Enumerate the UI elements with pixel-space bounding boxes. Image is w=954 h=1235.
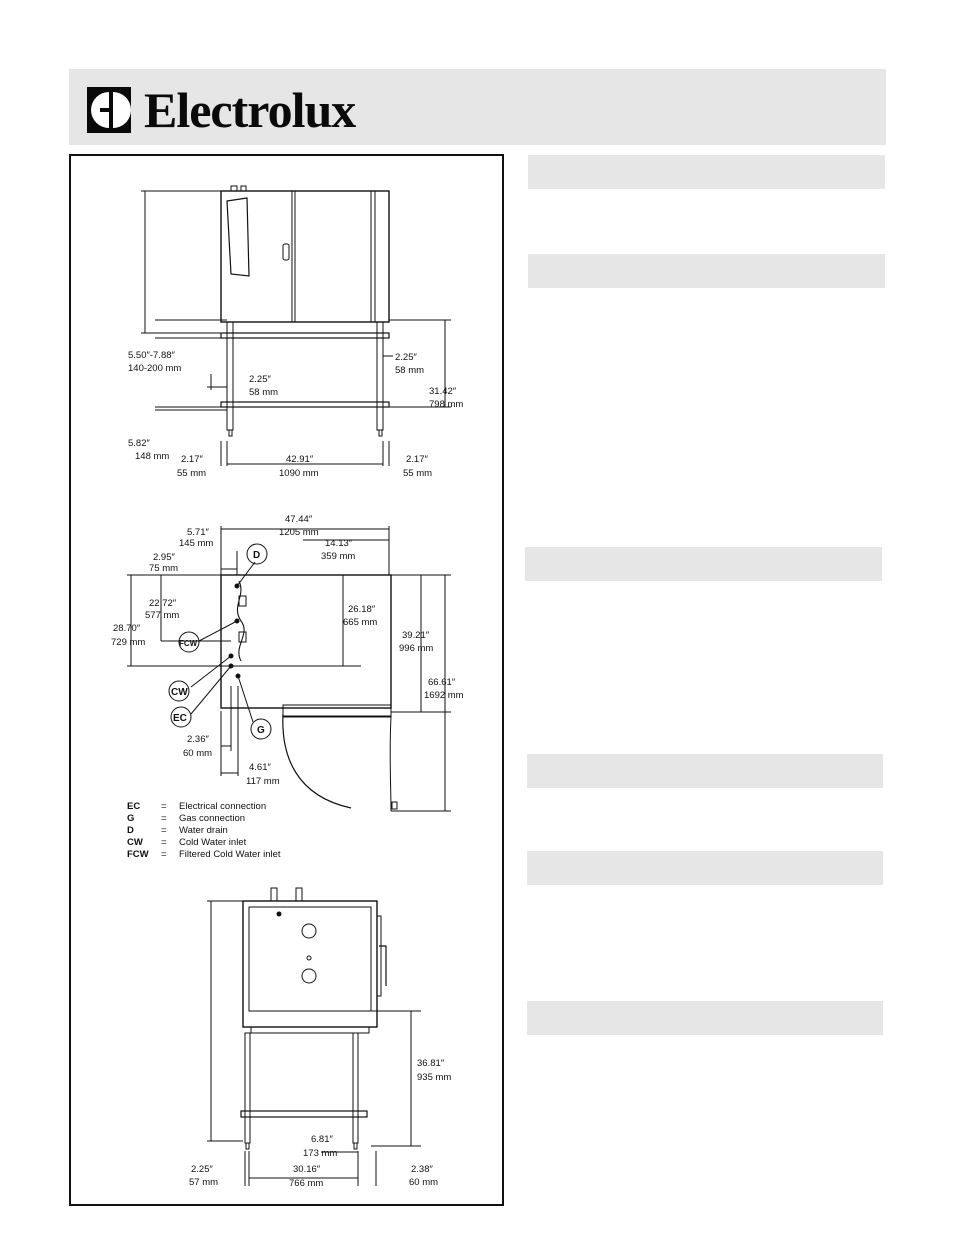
dim-text: 31.42″ (429, 386, 457, 397)
dim-text: 2.38″ (411, 1164, 433, 1175)
legend-code: EC (127, 801, 140, 812)
legend-desc: Cold Water inlet (179, 837, 247, 848)
section-header-bar-5 (527, 851, 883, 885)
dim-text: 6.81″ (311, 1134, 333, 1145)
top-view (127, 526, 451, 812)
dim-text: 75 mm (149, 563, 178, 574)
legend-code: CW (127, 837, 143, 848)
legend-desc: Water drain (179, 825, 228, 836)
brand-logo: Electrolux (86, 82, 356, 138)
dim-text: 4.61″ (249, 762, 271, 773)
header-band (69, 69, 886, 145)
dim-text: 359 mm (321, 551, 355, 562)
legend-code: G (127, 813, 134, 824)
section-header-bar-4 (527, 754, 883, 788)
dim-text: 55 mm (403, 468, 432, 479)
legend-eq: = (161, 813, 167, 824)
legend-eq: = (161, 825, 167, 836)
dim-text: 47.44″ (285, 514, 313, 525)
dim-text: 36.81″ (417, 1058, 445, 1069)
legend-code: D (127, 825, 134, 836)
dim-text: 28.70″ (113, 623, 141, 634)
dim-text: 55 mm (177, 468, 206, 479)
dim-text: 729 mm (111, 637, 145, 648)
dim-text: 145 mm (179, 538, 213, 549)
dim-text: 26.18″ (348, 604, 376, 615)
technical-drawing-frame: 5.50″-7.88″ 140-200 mm 2.25″ 58 mm 2.25″… (69, 154, 504, 1206)
dim-text: 665 mm (343, 617, 377, 628)
dim-text: 2.25″ (249, 374, 271, 385)
dim-text: 1205 mm (279, 527, 319, 538)
dim-text: 42.91″ (286, 454, 314, 465)
dim-text: 66.61″ (428, 677, 456, 688)
brand-name: Electrolux (144, 82, 356, 138)
legend-eq: = (161, 849, 167, 860)
dim-text: 2.36″ (187, 734, 209, 745)
legend-desc: Gas connection (179, 813, 245, 824)
marker-g: G (257, 725, 265, 736)
side-view (207, 887, 421, 1186)
dim-text: 14.13″ (325, 538, 353, 549)
section-header-bar-6 (527, 1001, 883, 1035)
section-header-bar-2 (528, 254, 885, 288)
dim-text: 2.25″ (395, 352, 417, 363)
dim-text: 2.25″ (191, 1164, 213, 1175)
dim-text: 2.17″ (406, 454, 428, 465)
dim-text: 148 mm (135, 451, 169, 462)
front-view (141, 185, 451, 466)
section-header-bar-3 (525, 547, 882, 581)
dim-text: 60 mm (183, 748, 212, 759)
marker-cw: CW (171, 687, 188, 698)
marker-ec: EC (173, 713, 187, 724)
dim-text: 140-200 mm (128, 363, 181, 374)
dim-text: 60 mm (409, 1177, 438, 1188)
dim-text: 935 mm (417, 1072, 451, 1083)
dim-text: 2.17″ (181, 454, 203, 465)
legend-desc: Filtered Cold Water inlet (179, 849, 281, 860)
dim-text: 5.50″-7.88″ (128, 350, 176, 361)
section-header-bar-1 (528, 155, 885, 189)
dim-text: 30.16″ (293, 1164, 321, 1175)
legend: EC = Electrical connection G = Gas conne… (127, 801, 281, 860)
legend-desc: Electrical connection (179, 801, 266, 812)
legend-code: FCW (127, 849, 149, 860)
dim-text: 22.72″ (149, 598, 177, 609)
technical-drawings: 5.50″-7.88″ 140-200 mm 2.25″ 58 mm 2.25″… (111, 185, 464, 1189)
dim-text: 1692 mm (424, 690, 464, 701)
dim-text: 57 mm (189, 1177, 218, 1188)
dim-text: 58 mm (249, 387, 278, 398)
electrolux-e-symbol-icon (87, 87, 131, 133)
legend-eq: = (161, 837, 167, 848)
marker-d: D (253, 550, 260, 561)
dim-text: 577 mm (145, 610, 179, 621)
dim-text: 173 mm (303, 1148, 337, 1159)
dim-text: 117 mm (246, 776, 280, 787)
dim-text: 2.95″ (153, 552, 175, 563)
marker-fcw: FCW (179, 639, 198, 648)
dim-text: 5.82″ (128, 438, 150, 449)
dim-text: 798 mm (429, 399, 463, 410)
dim-text: 58 mm (395, 365, 424, 376)
dim-text: 5.71″ (187, 527, 209, 538)
dim-text: 766 mm (289, 1178, 323, 1189)
legend-eq: = (161, 801, 167, 812)
dim-text: 996 mm (399, 643, 433, 654)
dim-text: 39.21″ (402, 630, 430, 641)
dim-text: 1090 mm (279, 468, 319, 479)
